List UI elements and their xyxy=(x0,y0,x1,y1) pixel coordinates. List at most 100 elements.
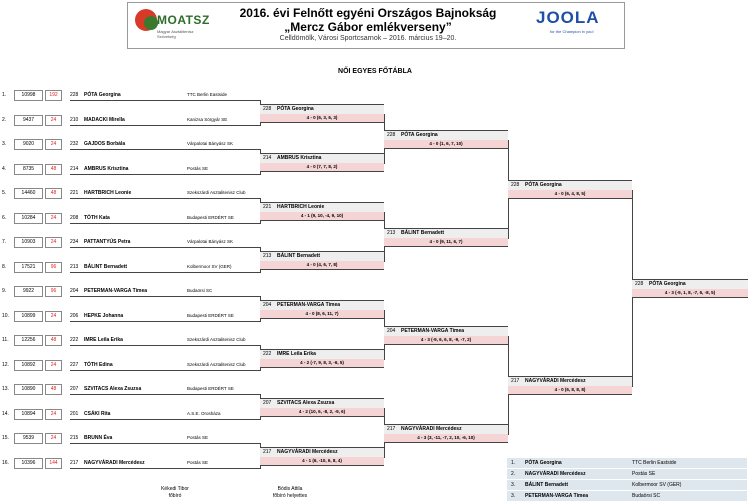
header-banner xyxy=(127,2,625,49)
player-code: 206 xyxy=(70,313,79,319)
player-id: 8735 xyxy=(14,164,43,175)
seed-number: 11. xyxy=(2,337,9,343)
player-code: 217 xyxy=(511,378,520,384)
player-id: 10890 xyxy=(14,384,43,395)
player-code: 228 xyxy=(635,281,644,287)
player-code: 228 xyxy=(70,92,79,98)
player-name: SZVITACS Alexa Zsuzsa xyxy=(277,400,335,406)
player-code: 221 xyxy=(263,204,272,210)
page-title: 2016. évi Felnőtt egyéni Országos Bajnok… xyxy=(239,6,497,20)
player-entry: 217 NAGYVÁRADI Mercédesz xyxy=(70,458,145,468)
ranking-points: 192 xyxy=(45,90,62,101)
player-code: 217 xyxy=(387,426,396,432)
player-id: 9020 xyxy=(14,139,43,150)
player-id: 10396 xyxy=(14,458,43,469)
player-club: Budapesti ERDÉRT SE xyxy=(187,215,234,220)
seed-number: 16. xyxy=(2,460,9,466)
match-score: 4 - 2 (-7, 9, 8, 3, -6, 5) xyxy=(260,359,384,368)
seed-number: 6. xyxy=(2,215,7,221)
player-name: IMRE Leila Erika xyxy=(84,337,123,343)
ranking-points: 24 xyxy=(45,409,62,420)
player-entry: 228 PÓTA Georgina xyxy=(70,90,121,100)
match-score: 4 - 1 (6, -10, 6, 8, 4) xyxy=(260,457,384,466)
player-id: 9437 xyxy=(14,115,43,126)
match-score: 4 - 2 (10, 6, -8, 2, -9, 6) xyxy=(260,408,384,417)
ranking-points: 24 xyxy=(45,115,62,126)
venue-date: Celldömölk, Városi Sportcsarnok – 2016. … xyxy=(279,35,457,42)
seed-number: 14. xyxy=(2,411,9,417)
bracket-line xyxy=(70,394,260,395)
bracket-line xyxy=(70,125,260,126)
player-name: AMBRUS Krisztina xyxy=(277,155,322,161)
player-name: PÓTA Georgina xyxy=(525,182,562,188)
bracket-line xyxy=(70,443,260,444)
ranking-points: 48 xyxy=(45,335,62,346)
bracket-line xyxy=(70,296,260,297)
player-club: Postás SE xyxy=(187,460,209,465)
player-code: 204 xyxy=(387,328,396,334)
player-name: PÓTA Georgina xyxy=(277,106,314,112)
player-name: BÁLINT Bernadett xyxy=(401,230,445,236)
player-club: Várpalotai Bányász SK xyxy=(187,239,234,244)
player-code: 214 xyxy=(263,155,272,161)
bracket-line xyxy=(70,468,260,469)
player-id: 10892 xyxy=(14,360,43,371)
player-club: Budaörsi SC xyxy=(187,288,213,293)
player-name: NAGYVÁRADI Mercédesz xyxy=(84,460,145,466)
player-club: Kanizsa Sörgyár SE xyxy=(187,117,228,122)
player-name: GAJDOS Borbála xyxy=(84,141,126,147)
player-code: 227 xyxy=(70,362,79,368)
match-score: 4 - 0 (1, 6, 7, 10) xyxy=(384,140,508,149)
match-score: 4 - 0 (6, 4, 8, 5) xyxy=(508,190,632,199)
ranking-points: 24 xyxy=(45,237,62,248)
player-club: Postás SE xyxy=(187,166,209,171)
seed-number: 4. xyxy=(2,166,7,172)
ranking-points: 24 xyxy=(45,213,62,224)
bracket-line xyxy=(70,100,260,101)
seed-number: 5. xyxy=(2,190,7,196)
player-code: 217 xyxy=(263,449,272,455)
match-score: 4 - 0 (8, 6, 11, 7) xyxy=(260,310,384,319)
ranking-points: 144 xyxy=(45,458,62,469)
player-code: 217 xyxy=(70,460,79,466)
player-code: 208 xyxy=(70,215,79,221)
match-winner: 221 HARTBRICH Leonie xyxy=(260,202,384,212)
ranking-points: 48 xyxy=(45,164,62,175)
match-winner: 228 PÓTA Georgina xyxy=(384,130,508,140)
player-code: 201 xyxy=(70,411,79,417)
player-name: PÓTA Georgina xyxy=(84,92,121,98)
player-id: 10894 xyxy=(14,409,43,420)
bracket-line xyxy=(70,419,260,420)
player-code: 213 xyxy=(263,253,272,259)
deputy-referee-signature: Bódis Attila főbíró helyettes xyxy=(272,486,308,499)
player-name: BÁLINT Bernadett xyxy=(84,264,128,270)
player-club: Postás SE xyxy=(187,435,209,440)
bracket-line xyxy=(70,272,260,273)
match-score: 4 - 3 (-9, 6, 6, 8, -9, -7, 2) xyxy=(384,336,508,345)
player-code: 204 xyxy=(70,288,79,294)
seed-number: 7. xyxy=(2,239,7,245)
player-club: TTC Berlin Eastside xyxy=(187,92,228,97)
ranking-points: 48 xyxy=(45,188,62,199)
player-name: HARTBRICH Leonie xyxy=(277,204,325,210)
player-code: 232 xyxy=(70,141,79,147)
player-name: PÓTA Georgina xyxy=(401,132,438,138)
player-code: 214 xyxy=(70,166,79,172)
player-code: 228 xyxy=(387,132,396,138)
player-club: Szekszárdi Asztalitenisz Club xyxy=(187,362,246,367)
